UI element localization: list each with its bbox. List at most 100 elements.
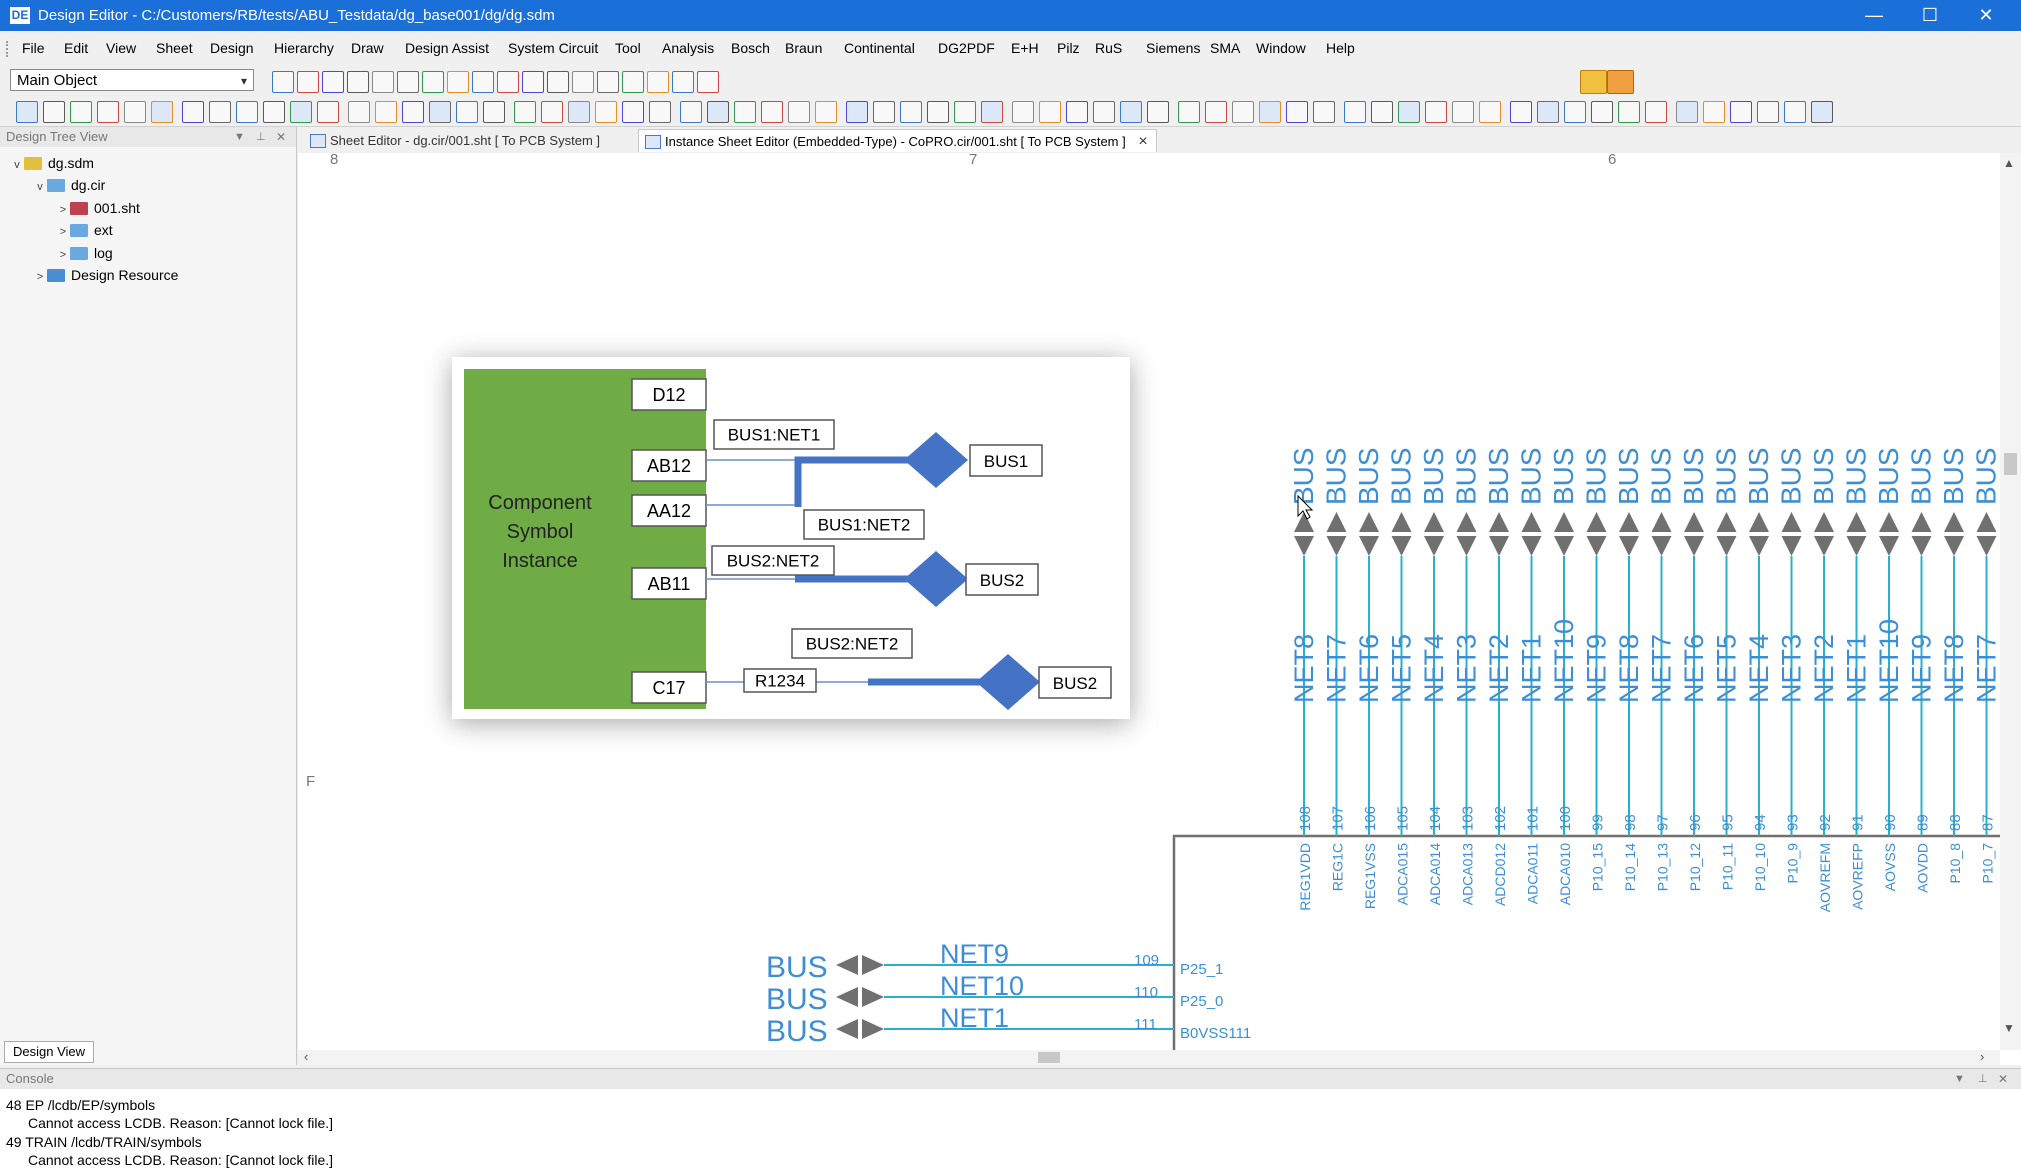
align-tool-icon[interactable] bbox=[347, 71, 369, 93]
copy-icon[interactable] bbox=[209, 101, 231, 123]
align-tool-icon[interactable] bbox=[272, 71, 294, 93]
menu-item-design[interactable]: Design bbox=[210, 40, 254, 56]
design-view-tab[interactable]: Design View bbox=[4, 1041, 95, 1063]
tool-icon[interactable] bbox=[1344, 101, 1366, 123]
tool-icon[interactable] bbox=[1205, 101, 1227, 123]
scroll-right-icon[interactable]: › bbox=[1980, 1049, 1985, 1064]
align-tool-icon[interactable] bbox=[472, 71, 494, 93]
menu-item-dg2pdf[interactable]: DG2PDF bbox=[938, 40, 995, 56]
tree-item-log[interactable]: >log bbox=[56, 243, 113, 263]
tool-icon[interactable] bbox=[402, 101, 424, 123]
save-icon[interactable] bbox=[70, 101, 92, 123]
scroll-down-icon[interactable]: ▼ bbox=[2003, 1021, 2015, 1035]
tool-icon[interactable] bbox=[846, 101, 868, 123]
menu-item-window[interactable]: Window bbox=[1256, 40, 1306, 56]
chevron-right-icon[interactable]: > bbox=[59, 226, 67, 238]
tool-icon[interactable] bbox=[429, 101, 451, 123]
menu-item-braun[interactable]: Braun bbox=[785, 40, 823, 56]
tool-icon[interactable] bbox=[1591, 101, 1613, 123]
snap-toggle-icon[interactable] bbox=[1607, 70, 1634, 94]
align-tool-icon[interactable] bbox=[447, 71, 469, 93]
tool-icon[interactable] bbox=[1564, 101, 1586, 123]
vertical-scroll-thumb[interactable] bbox=[2004, 453, 2017, 475]
tab-instance-sheet-editor[interactable]: Instance Sheet Editor (Embedded-Type) - … bbox=[638, 129, 1157, 152]
tool-icon[interactable] bbox=[1452, 101, 1474, 123]
tool-icon[interactable] bbox=[981, 101, 1003, 123]
menu-item-siemens[interactable]: Siemens bbox=[1146, 40, 1201, 56]
print-icon[interactable] bbox=[124, 101, 146, 123]
align-tool-icon[interactable] bbox=[697, 71, 719, 93]
align-tool-icon[interactable] bbox=[397, 71, 419, 93]
tool-icon[interactable] bbox=[649, 101, 671, 123]
chevron-right-icon[interactable]: > bbox=[59, 204, 67, 216]
tool-icon[interactable] bbox=[541, 101, 563, 123]
tool-icon[interactable] bbox=[761, 101, 783, 123]
dock-icon[interactable]: ⊥ bbox=[256, 131, 266, 143]
object-select-dropdown[interactable]: Main Object ▾ bbox=[10, 69, 254, 91]
tool-icon[interactable] bbox=[954, 101, 976, 123]
tool-icon[interactable] bbox=[1093, 101, 1115, 123]
tree-item-ext[interactable]: >ext bbox=[56, 220, 113, 240]
align-tool-icon[interactable] bbox=[322, 71, 344, 93]
align-tool-icon[interactable] bbox=[622, 71, 644, 93]
pin-icon[interactable]: ▼ bbox=[234, 131, 245, 143]
tool-icon[interactable] bbox=[483, 101, 505, 123]
tab-close-icon[interactable]: × bbox=[1138, 133, 1148, 150]
tool-icon[interactable] bbox=[1784, 101, 1806, 123]
dock-icon[interactable]: ⊥ bbox=[1978, 1073, 1988, 1085]
tool-icon[interactable] bbox=[1398, 101, 1420, 123]
tool-icon[interactable] bbox=[680, 101, 702, 123]
scroll-up-icon[interactable]: ▲ bbox=[2003, 156, 2015, 170]
menu-item-sma[interactable]: SMA bbox=[1210, 40, 1241, 56]
tool-icon[interactable] bbox=[1232, 101, 1254, 123]
tool-icon[interactable] bbox=[514, 101, 536, 123]
menu-item-sheet[interactable]: Sheet bbox=[156, 40, 193, 56]
paste-icon[interactable] bbox=[236, 101, 258, 123]
maximize-button[interactable]: ☐ bbox=[1921, 5, 1939, 25]
tool-icon[interactable] bbox=[788, 101, 810, 123]
properties-icon[interactable] bbox=[290, 101, 312, 123]
tool-icon[interactable] bbox=[1510, 101, 1532, 123]
tool-icon[interactable] bbox=[1286, 101, 1308, 123]
menu-item-pilz[interactable]: Pilz bbox=[1057, 40, 1080, 56]
menu-item-hierarchy[interactable]: Hierarchy bbox=[274, 40, 334, 56]
tool-icon[interactable] bbox=[734, 101, 756, 123]
menu-item-system-circuit[interactable]: System Circuit bbox=[508, 40, 599, 56]
align-tool-icon[interactable] bbox=[547, 71, 569, 93]
menu-item-rus[interactable]: RuS bbox=[1095, 40, 1123, 56]
chevron-down-icon[interactable]: v bbox=[14, 159, 20, 171]
tool-icon[interactable] bbox=[1645, 101, 1667, 123]
tool-icon[interactable] bbox=[1120, 101, 1142, 123]
tool-icon[interactable] bbox=[1039, 101, 1061, 123]
minimize-button[interactable]: — bbox=[1865, 5, 1883, 25]
chevron-down-icon[interactable]: v bbox=[37, 181, 43, 193]
chevron-right-icon[interactable]: > bbox=[59, 249, 67, 261]
tool-icon[interactable] bbox=[1703, 101, 1725, 123]
vertical-scrollbar[interactable]: ▲ ▼ bbox=[2000, 153, 2021, 1050]
print-preview-icon[interactable] bbox=[151, 101, 173, 123]
tool-icon[interactable] bbox=[568, 101, 590, 123]
pin-icon[interactable]: ▼ bbox=[1954, 1073, 1965, 1085]
cut-icon[interactable] bbox=[182, 101, 204, 123]
tool-icon[interactable] bbox=[1676, 101, 1698, 123]
align-tool-icon[interactable] bbox=[647, 71, 669, 93]
menu-item-tool[interactable]: Tool bbox=[615, 40, 641, 56]
align-tool-icon[interactable] bbox=[672, 71, 694, 93]
tool-icon[interactable] bbox=[1313, 101, 1335, 123]
align-tool-icon[interactable] bbox=[522, 71, 544, 93]
align-tool-icon[interactable] bbox=[372, 71, 394, 93]
tool-icon[interactable] bbox=[1425, 101, 1447, 123]
menu-item-continental[interactable]: Continental bbox=[844, 40, 915, 56]
menu-item-view[interactable]: View bbox=[106, 40, 137, 56]
horizontal-scrollbar[interactable]: ‹ › bbox=[298, 1049, 2000, 1065]
align-tool-icon[interactable] bbox=[572, 71, 594, 93]
menu-item-e-h[interactable]: E+H bbox=[1011, 40, 1039, 56]
tool-icon[interactable] bbox=[595, 101, 617, 123]
tool-icon[interactable] bbox=[1259, 101, 1281, 123]
scroll-left-icon[interactable]: ‹ bbox=[304, 1049, 309, 1064]
open-icon[interactable] bbox=[43, 101, 65, 123]
close-button[interactable]: ✕ bbox=[1978, 5, 1994, 25]
horizontal-scroll-thumb[interactable] bbox=[1038, 1052, 1060, 1063]
